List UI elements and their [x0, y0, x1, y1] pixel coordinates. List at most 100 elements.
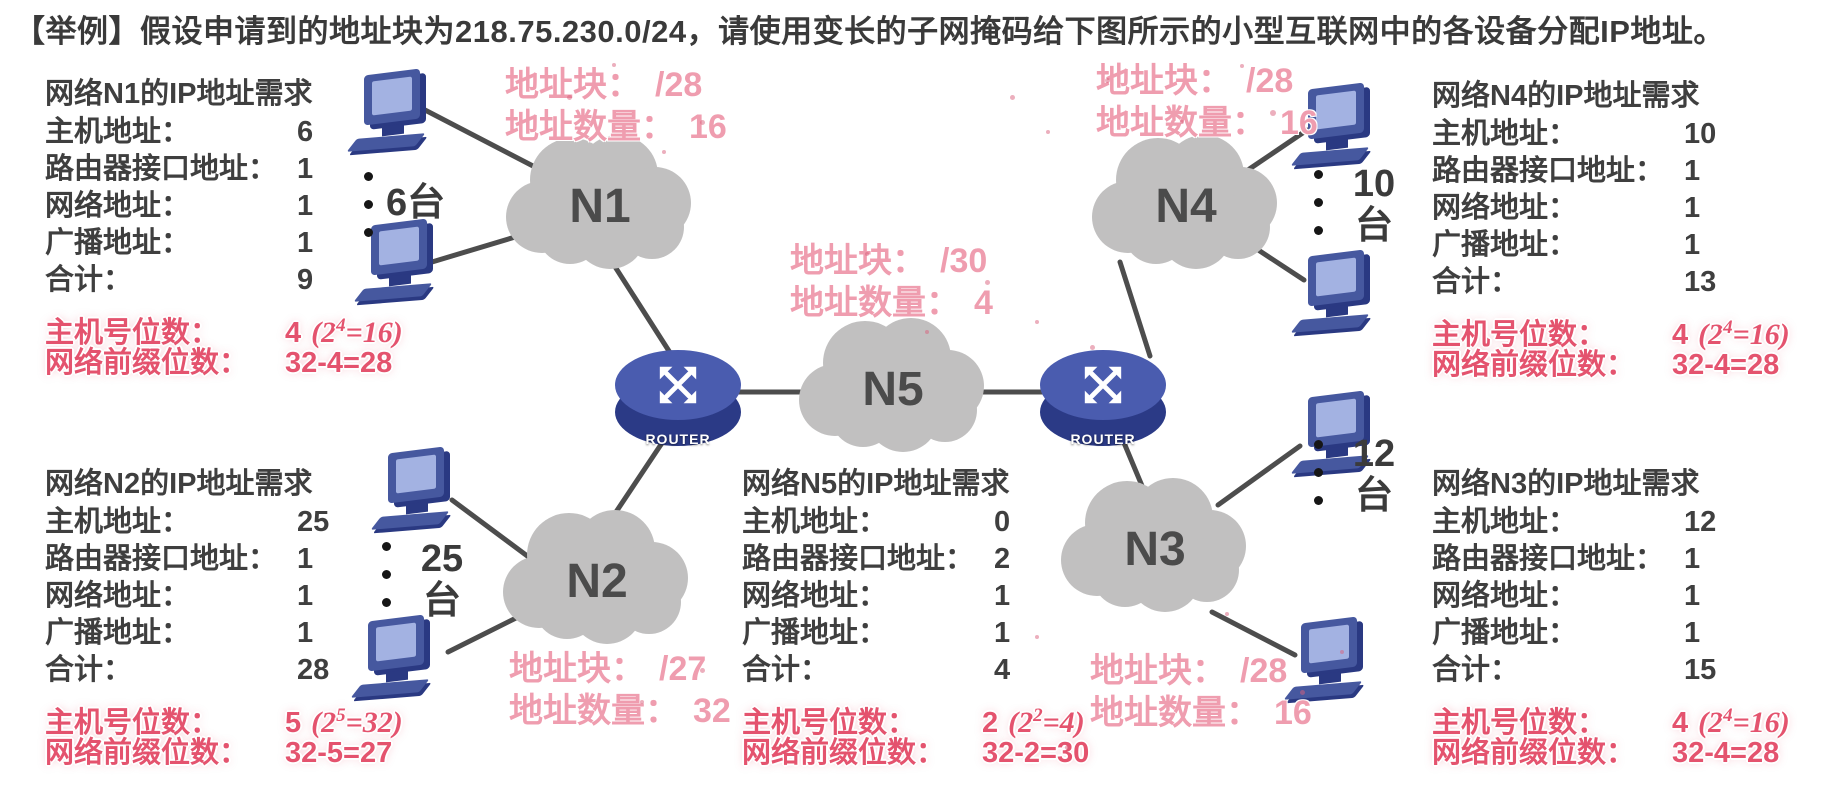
row-value: 1	[994, 617, 1011, 649]
row-label: 合计：	[45, 264, 133, 296]
prefix-bits-row: 网络前缀位数： 32-5=27	[45, 735, 445, 773]
host-count-unit: 台	[1354, 475, 1393, 517]
row-value: 1	[297, 227, 314, 259]
req-row: 合计： 9	[45, 262, 445, 299]
row-value: 1	[1684, 543, 1701, 575]
host-count-n3: 12 台	[1338, 433, 1410, 517]
router-label: ROUTER	[645, 431, 711, 447]
link-n4-pc1	[1239, 127, 1310, 177]
row-value: 1	[297, 153, 314, 185]
req-row: 路由器接口地址：2	[742, 541, 1142, 578]
n3-requirements-block: 网络N3的IP地址需求 主机地址：12 路由器接口地址：1 网络地址：1 广播地…	[1432, 466, 1832, 773]
row-value: 1	[1684, 229, 1701, 261]
row-value: 12	[1684, 506, 1717, 538]
n5-requirements-block: 网络N5的IP地址需求 主机地址： 0 路由器接口地址：2 网络地址： 1 广播地址…	[742, 466, 1142, 773]
link-n2-pc2	[445, 609, 531, 655]
cloud-n3-label: N3	[1124, 523, 1185, 576]
link-n1-routerL	[609, 259, 679, 365]
ellipsis-dots	[1314, 440, 1323, 505]
page-title: 【举例】假设申请到的地址块为218.75.230.0/24，请使用变长的子网掩码…	[14, 14, 1725, 49]
row-label: 主机地址：	[1432, 118, 1578, 150]
n5-address-note: 地址块：/30 地址数量：4	[790, 240, 993, 324]
n1-address-note: 地址块：/28 地址数量：16	[505, 64, 727, 148]
row-label: 网络地址：	[45, 190, 191, 222]
req-row: 广播地址： 1	[45, 615, 445, 652]
host-count-n2: 25 台	[406, 538, 478, 622]
n2-address-note: 地址块：/27 地址数量：32	[509, 648, 731, 732]
prefix-bits-label: 网络前缀位数：	[45, 737, 249, 769]
host-count-n4: 10 台	[1338, 163, 1410, 247]
row-value: 1	[297, 617, 314, 649]
row-value: 1	[1684, 155, 1701, 187]
row-label: 网络地址：	[742, 580, 888, 612]
host-bits-row: 主机号位数： 4 (24=16)	[1432, 697, 1832, 739]
prefix-bits-label: 网络前缀位数：	[1432, 737, 1636, 769]
router-top	[1040, 350, 1166, 420]
cloud-n2: N2	[503, 510, 688, 644]
router-right: ROUTER	[1040, 350, 1166, 448]
row-value: 1	[1684, 192, 1701, 224]
block-heading: 网络N2的IP地址需求	[45, 468, 313, 500]
row-value: 1	[1684, 580, 1701, 612]
row-label: 广播地址：	[742, 617, 888, 649]
row-label: 合计：	[1432, 654, 1520, 686]
row-label: 主机地址：	[742, 506, 888, 538]
host-bits-formula: (24=16)	[1698, 705, 1790, 739]
req-row: 广播地址：1	[1432, 615, 1832, 652]
row-label: 网络地址：	[1432, 580, 1578, 612]
req-row: 路由器接口地址：1	[45, 541, 445, 578]
row-value: 9	[297, 264, 314, 296]
host-bits-row: 主机号位数： 4 (24=16)	[45, 307, 445, 349]
note-block-line: 地址块：/28	[505, 66, 703, 104]
ellipsis-dots	[364, 172, 373, 237]
ellipsis-dots	[1314, 170, 1323, 235]
prefix-bits-label: 网络前缀位数：	[1432, 349, 1636, 381]
row-value: 1	[297, 190, 314, 222]
row-label: 网络地址：	[45, 580, 191, 612]
host-bits-formula: (24=16)	[1698, 317, 1790, 351]
row-label: 路由器接口地址：	[1432, 155, 1665, 187]
host-bits-value: 4	[1672, 707, 1689, 739]
prefix-bits-value: 32-2=30	[982, 737, 1090, 769]
ellipsis-dots	[382, 542, 391, 607]
row-label: 主机地址：	[45, 116, 191, 148]
row-value: 1	[297, 580, 314, 612]
row-label: 合计：	[742, 654, 830, 686]
prefix-bits-value: 32-4=28	[1672, 737, 1780, 769]
row-label: 路由器接口地址：	[45, 153, 278, 185]
row-value: 1	[297, 543, 314, 575]
row-value: 0	[994, 506, 1011, 538]
n4-address-note: 地址块：/28 地址数量：16	[1096, 60, 1318, 144]
row-label: 网络地址：	[1432, 192, 1578, 224]
host-bits-formula: (24=16)	[311, 315, 403, 349]
prefix-bits-row: 网络前缀位数： 32-4=28	[1432, 735, 1832, 773]
row-label: 广播地址：	[45, 617, 191, 649]
host-count-number: 10	[1352, 163, 1396, 205]
router-left: ROUTER	[615, 350, 741, 448]
cloud-n3: N3	[1061, 478, 1246, 612]
req-row: 路由器接口地址： 1	[1432, 153, 1832, 190]
cloud-n5: N5	[799, 318, 984, 452]
row-label: 合计：	[1432, 266, 1520, 298]
req-row: 广播地址： 1	[742, 615, 1142, 652]
req-row: 合计：15	[1432, 652, 1832, 689]
block-heading: 网络N4的IP地址需求	[1432, 80, 1700, 112]
req-row: 路由器接口地址： 1	[45, 151, 445, 188]
host-bits-label: 主机号位数：	[45, 707, 220, 739]
row-value: 1	[1684, 617, 1701, 649]
prefix-bits-value: 32-5=27	[285, 737, 393, 769]
host-bits-label: 主机号位数：	[45, 317, 220, 349]
req-row: 合计：4	[742, 652, 1142, 689]
host-count-number: 12	[1352, 433, 1396, 475]
prefix-bits-label: 网络前缀位数：	[45, 347, 249, 379]
note-block-line: 地址块：/28	[1096, 62, 1294, 100]
req-row: 合计：13	[1432, 264, 1832, 301]
host-bits-row: 主机号位数： 5 (25=32)	[45, 697, 445, 739]
block-heading: 网络N5的IP地址需求	[742, 468, 1010, 500]
prefix-bits-value: 32-4=28	[285, 347, 393, 379]
router-top	[615, 350, 741, 420]
note-count-line: 地址数量：16	[505, 108, 727, 146]
req-row: 主机地址：12	[1432, 504, 1832, 541]
router-arrows-icon	[659, 366, 697, 404]
